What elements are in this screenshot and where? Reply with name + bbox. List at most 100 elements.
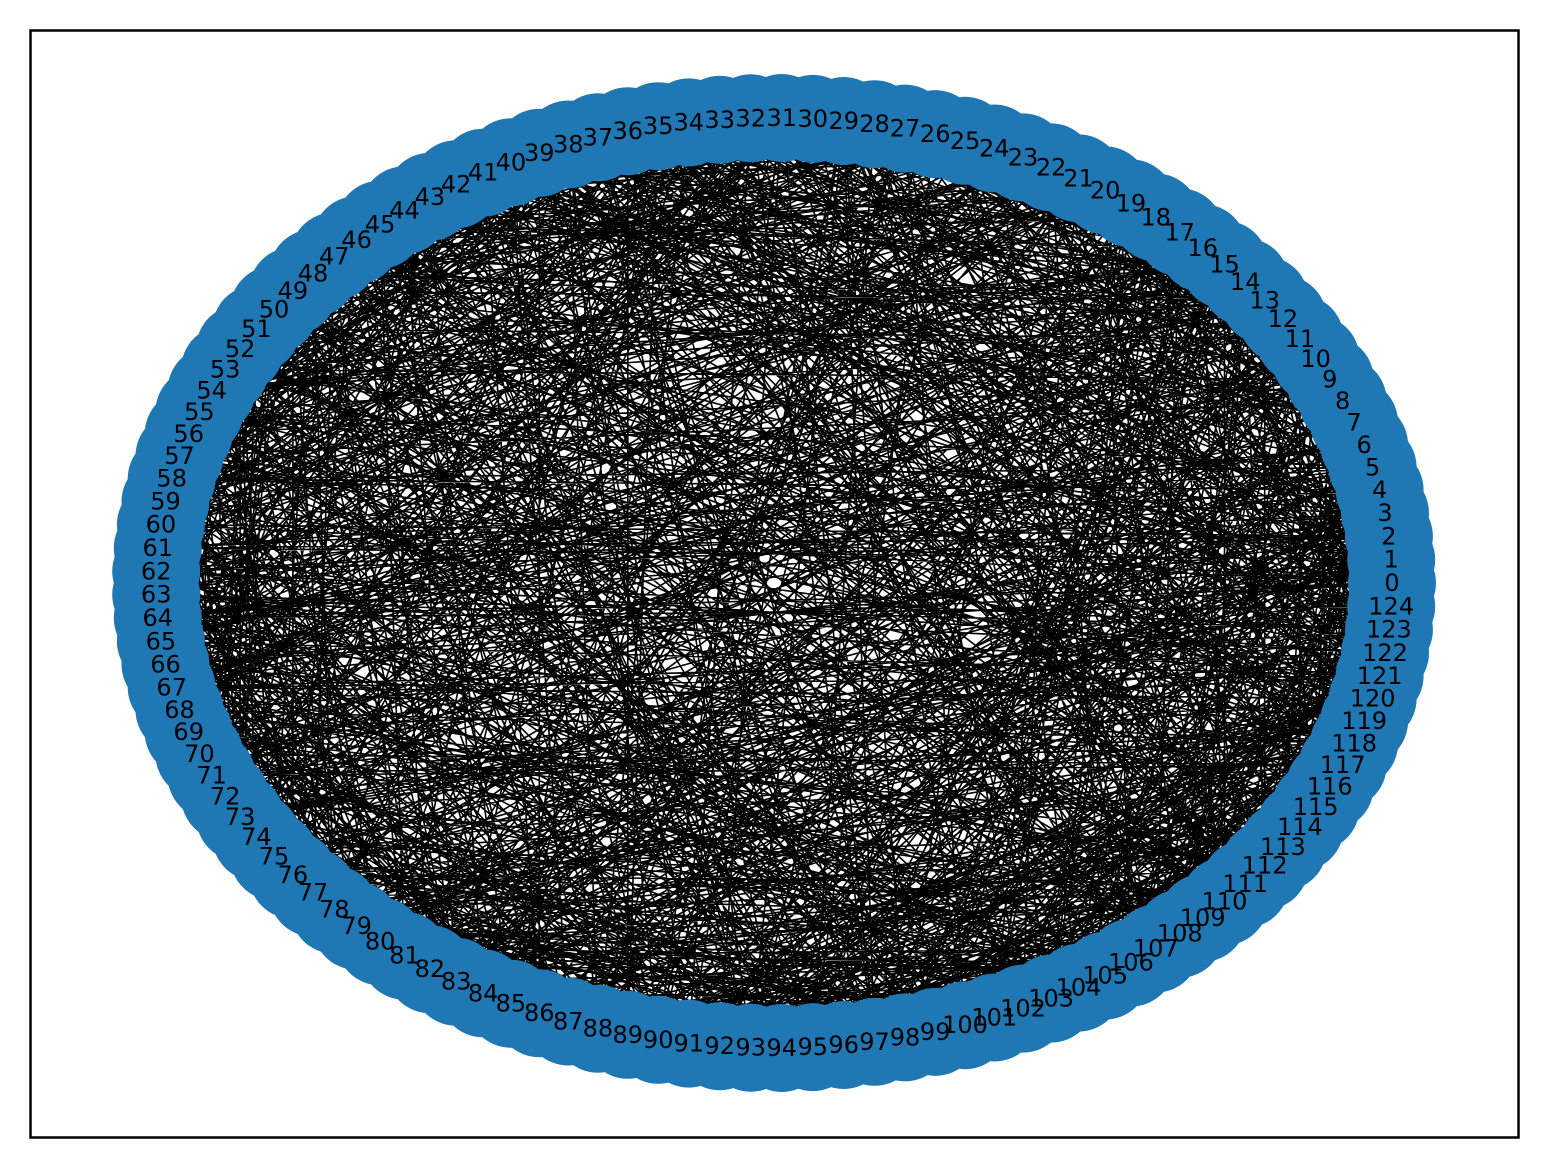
node-label: 92 — [704, 1032, 735, 1060]
label-layer: 0123456789101112131415161718192021222324… — [141, 104, 1414, 1062]
node-label: 0 — [1384, 569, 1399, 597]
node-label: 29 — [828, 107, 859, 135]
node-label: 43 — [415, 183, 446, 211]
node-label: 5 — [1365, 453, 1380, 481]
node-label: 103 — [1028, 985, 1074, 1013]
node-label: 65 — [146, 627, 177, 655]
node-label: 98 — [890, 1023, 921, 1051]
node-label: 111 — [1222, 870, 1268, 898]
node-label: 9 — [1322, 366, 1337, 394]
node-label: 58 — [156, 465, 187, 493]
node-label: 22 — [1036, 153, 1067, 181]
node-label: 46 — [341, 226, 372, 254]
node-label: 108 — [1157, 920, 1203, 948]
node-label: 78 — [319, 896, 350, 924]
node-label: 94 — [767, 1034, 798, 1062]
node-label: 2 — [1381, 522, 1396, 550]
node-label: 63 — [141, 581, 172, 609]
node-label: 44 — [389, 196, 420, 224]
node-label: 104 — [1056, 974, 1102, 1002]
node-label: 79 — [341, 912, 372, 940]
node-label: 52 — [225, 335, 256, 363]
node-label: 54 — [196, 376, 227, 404]
node-label: 53 — [210, 355, 241, 383]
node-label: 13 — [1249, 286, 1280, 314]
node-label: 28 — [859, 110, 890, 138]
node-label: 110 — [1202, 887, 1248, 915]
node-label: 83 — [441, 968, 472, 996]
node-label: 82 — [415, 955, 446, 983]
node-label: 3 — [1377, 499, 1392, 527]
node-label: 12 — [1268, 305, 1299, 333]
axes-frame — [29, 29, 1520, 1139]
node-label: 67 — [156, 673, 187, 701]
node-label: 32 — [735, 104, 766, 132]
node-label: 6 — [1356, 431, 1371, 459]
node-label: 49 — [278, 277, 309, 305]
node-label: 68 — [164, 696, 195, 724]
node-label: 95 — [798, 1033, 829, 1061]
node-label: 113 — [1260, 833, 1306, 861]
node-label: 66 — [150, 650, 181, 678]
node-label: 30 — [798, 105, 829, 133]
node-label: 57 — [164, 442, 195, 470]
node-label: 15 — [1209, 251, 1240, 279]
node-label: 96 — [828, 1031, 859, 1059]
node-label: 23 — [1008, 143, 1039, 171]
node-label: 51 — [241, 315, 272, 343]
node-label: 71 — [196, 762, 227, 790]
node-label: 41 — [468, 159, 499, 187]
node-label: 84 — [468, 979, 499, 1007]
node-label: 64 — [143, 604, 174, 632]
node-label: 124 — [1368, 592, 1414, 620]
node-label: 24 — [979, 135, 1010, 163]
node-label: 93 — [735, 1034, 766, 1062]
node-label: 81 — [389, 942, 420, 970]
node-label: 19 — [1116, 189, 1147, 217]
node-label: 105 — [1082, 962, 1128, 990]
node-label: 20 — [1090, 176, 1121, 204]
node-label: 21 — [1063, 164, 1094, 192]
node-label: 87 — [553, 1008, 584, 1036]
node-label: 27 — [890, 115, 921, 143]
node-label: 1 — [1384, 546, 1399, 574]
node-label: 31 — [767, 104, 798, 132]
node-label: 115 — [1293, 793, 1339, 821]
node-label: 10 — [1300, 345, 1331, 373]
node-label: 45 — [365, 211, 396, 239]
node-label: 72 — [210, 783, 241, 811]
node-label: 25 — [950, 127, 981, 155]
node-label: 106 — [1108, 949, 1154, 977]
node-label: 37 — [583, 123, 614, 151]
node-label: 17 — [1165, 218, 1196, 246]
node-label: 109 — [1180, 904, 1226, 932]
node-label: 56 — [173, 420, 204, 448]
node-label: 89 — [613, 1021, 644, 1049]
node-label: 91 — [674, 1030, 705, 1058]
node-label: 70 — [184, 740, 215, 768]
node-label: 88 — [583, 1015, 614, 1043]
node-label: 38 — [553, 131, 584, 159]
node-label: 47 — [319, 242, 350, 270]
node-label: 34 — [674, 108, 705, 136]
node-label: 121 — [1357, 662, 1403, 690]
node-label: 59 — [150, 488, 181, 516]
node-label: 116 — [1307, 772, 1353, 800]
node-label: 14 — [1230, 268, 1261, 296]
node-label: 85 — [496, 990, 527, 1018]
node-label: 74 — [241, 823, 272, 851]
node-label: 90 — [643, 1026, 674, 1054]
node-label: 18 — [1141, 203, 1172, 231]
node-label: 50 — [259, 296, 290, 324]
node-label: 77 — [298, 879, 329, 907]
node-label: 61 — [143, 534, 174, 562]
node-label: 4 — [1372, 476, 1387, 504]
node-label: 60 — [146, 511, 177, 539]
node-label: 11 — [1285, 325, 1316, 353]
node-label: 39 — [524, 139, 555, 167]
node-label: 118 — [1331, 729, 1377, 757]
node-label: 75 — [259, 842, 290, 870]
node-label: 80 — [365, 927, 396, 955]
node-label: 40 — [496, 148, 527, 176]
